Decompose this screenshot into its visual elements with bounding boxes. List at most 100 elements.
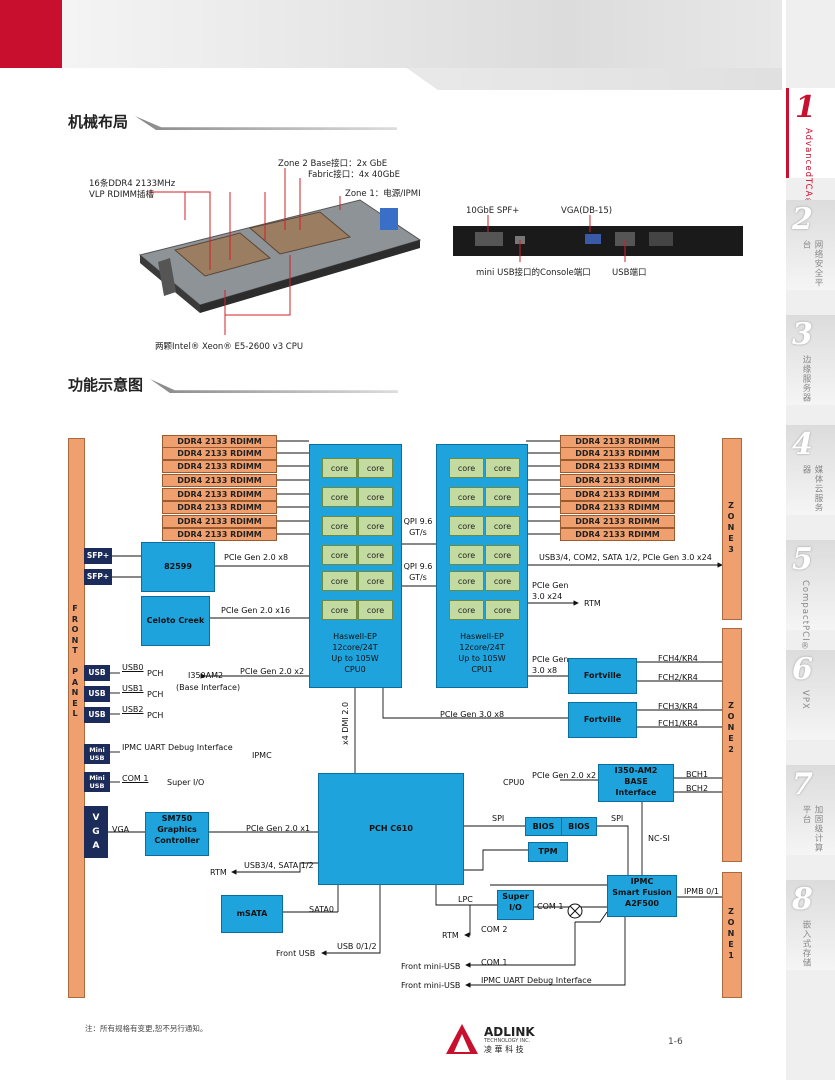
front-panel-letter: E	[72, 698, 78, 708]
sidebar-tab-number: 6	[792, 652, 813, 687]
cpu-core: core	[322, 600, 357, 620]
front-panel-letter: R	[71, 614, 79, 624]
sidebar-tab-number: 8	[792, 882, 813, 917]
lbl-spi-2: SPI	[611, 814, 624, 823]
lbl-pcie-x2b: PCIe Gen 2.0 x2	[532, 771, 597, 780]
lbl-base-if: (Base Interface)	[176, 683, 241, 692]
ddr-slot: DDR4 2133 RDIMM	[560, 474, 675, 487]
ddr-slot: DDR4 2133 RDIMM	[162, 515, 277, 528]
lbl-ipmb: IPMB 0/1	[684, 887, 719, 896]
lbl-pcie30x8: PCIe Gen 3.0 x8	[440, 710, 505, 719]
zone1-letter: E	[728, 940, 734, 949]
label-usb: USB端口	[612, 268, 647, 278]
sidebar-tab-label: VPX	[800, 690, 810, 710]
lbl-cpu0: CPU0	[503, 778, 525, 787]
lbl-com1-b: COM 1	[537, 902, 564, 911]
label-cpu: 两颗Intel® Xeon® E5-2600 v3 CPU	[155, 342, 304, 352]
sfp-port-1: SFP+	[84, 548, 112, 564]
lbl-com2: COM 2	[481, 925, 508, 934]
super-io: Super I/O	[497, 890, 534, 920]
cpu-core: core	[449, 487, 484, 507]
page-number: 1-6	[668, 1037, 683, 1047]
ddr-slot: DDR4 2133 RDIMM	[560, 460, 675, 473]
lbl-spi-1: SPI	[492, 814, 505, 823]
cpu-core: core	[358, 600, 393, 620]
nic-82599: 82599	[141, 542, 215, 592]
cpu-core: core	[449, 545, 484, 565]
board-photo	[138, 199, 422, 313]
lbl-pcie-gen2: PCIe Gen 3.0 x8	[532, 655, 569, 675]
lbl-front-usb: Front USB	[276, 949, 316, 958]
lbl-pch-1: PCH	[147, 690, 164, 699]
lbl-pcie-x2: PCIe Gen 2.0 x2	[240, 667, 305, 676]
zone3-letter: Z	[728, 501, 734, 510]
ddr-slot: DDR4 2133 RDIMM	[162, 488, 277, 501]
cpu-core: core	[322, 545, 357, 565]
header-red-block	[0, 0, 62, 68]
sidebar-tab-label: 加固级计算平台	[801, 805, 823, 853]
cpu-core: core	[322, 516, 357, 536]
lbl-front-mini-1: Front mini-USB	[401, 962, 461, 971]
lbl-bch1: BCH1	[686, 770, 709, 779]
ipmc-block: IPMC Smart Fusion A2F500	[607, 875, 677, 917]
i350-base: I350-AM2 BASE Interface	[598, 764, 674, 802]
lbl-pch-2: PCH	[147, 711, 164, 720]
zone1-letter: Z	[728, 907, 734, 916]
lbl-zone3-line: USB3/4, COM2, SATA 1/2, PCIe Gen 3.0 x24	[539, 553, 712, 562]
lbl-fch2: FCH2/KR4	[658, 673, 698, 682]
fortville-1: Fortville	[568, 658, 637, 694]
sidebar-tab-label: 嵌入式存储	[801, 920, 811, 968]
lbl-qpi-2: QPI 9.6 GT/s	[403, 562, 433, 582]
cpu-core: core	[322, 458, 357, 478]
cpu-core: core	[449, 571, 484, 591]
zone3-letter: O	[727, 512, 735, 521]
cpu-core: core	[485, 487, 520, 507]
cpu-core: core	[358, 458, 393, 478]
lbl-sata0: SATA0	[309, 905, 334, 914]
lbl-usb0: USB0	[122, 663, 144, 672]
front-panel-letter: T	[72, 646, 78, 655]
section-title-func: 功能示意图	[68, 376, 144, 394]
sidebar-tab-8: 8 嵌入式存储	[786, 880, 835, 970]
cpu-core: core	[358, 571, 393, 591]
cpu-core: core	[449, 458, 484, 478]
lbl-dmi: x4 DMI 2.0	[341, 701, 350, 745]
lbl-ipmc-uart: IPMC UART Debug Interface	[122, 743, 233, 752]
zone1-letter: N	[727, 929, 735, 938]
footer-brand-sub: TECHNOLOGY INC.	[484, 1038, 531, 1044]
ddr-slot: DDR4 2133 RDIMM	[560, 488, 675, 501]
cpu1-block	[436, 444, 528, 688]
ddr-slot: DDR4 2133 RDIMM	[560, 501, 675, 514]
label-vga: VGA(DB-15)	[561, 206, 613, 216]
section-title-mech: 机械布局	[68, 113, 129, 131]
sidebar-tab-label: CompactPCI®	[800, 580, 810, 653]
sidebar-tab-number: 2	[792, 202, 813, 237]
lbl-usb012: USB 0/1/2	[337, 942, 377, 951]
ddr-slot: DDR4 2133 RDIMM	[560, 515, 675, 528]
photo-callouts	[150, 168, 626, 335]
ddr-slot: DDR4 2133 RDIMM	[560, 447, 675, 460]
ddr-slot: DDR4 2133 RDIMM	[162, 447, 277, 460]
header-band	[62, 0, 782, 68]
lbl-rtm-1: RTM	[210, 868, 227, 877]
sidebar-tab-number: 5	[792, 542, 813, 577]
label-spf: 10GbE SPF+	[466, 206, 520, 216]
usb-port-3: USB	[84, 707, 110, 723]
lbl-pcie-x16: PCIe Gen 2.0 x16	[221, 606, 291, 615]
usb-port-1: USB	[84, 665, 110, 681]
label-fabric: Fabric接口：4x 40GbE	[308, 170, 401, 180]
cpu-core: core	[358, 516, 393, 536]
lbl-com1-c: COM 1	[481, 958, 508, 967]
lbl-com1: COM 1	[122, 774, 149, 783]
fortville-2: Fortville	[568, 702, 637, 738]
sidebar-tab-label: 媒体云服务器	[801, 465, 823, 513]
cpu0-label: Haswell-EP 12core/24T Up to 105W CPU0	[331, 632, 379, 674]
cpu-core: core	[449, 516, 484, 536]
cpu-core: core	[485, 458, 520, 478]
cpu-core: core	[485, 600, 520, 620]
lbl-qpi-1: QPI 9.6 GT/s	[403, 517, 433, 537]
sidebar-tab-label: AdvancedTCA®	[803, 128, 813, 209]
ddr-slot: DDR4 2133 RDIMM	[162, 528, 277, 541]
